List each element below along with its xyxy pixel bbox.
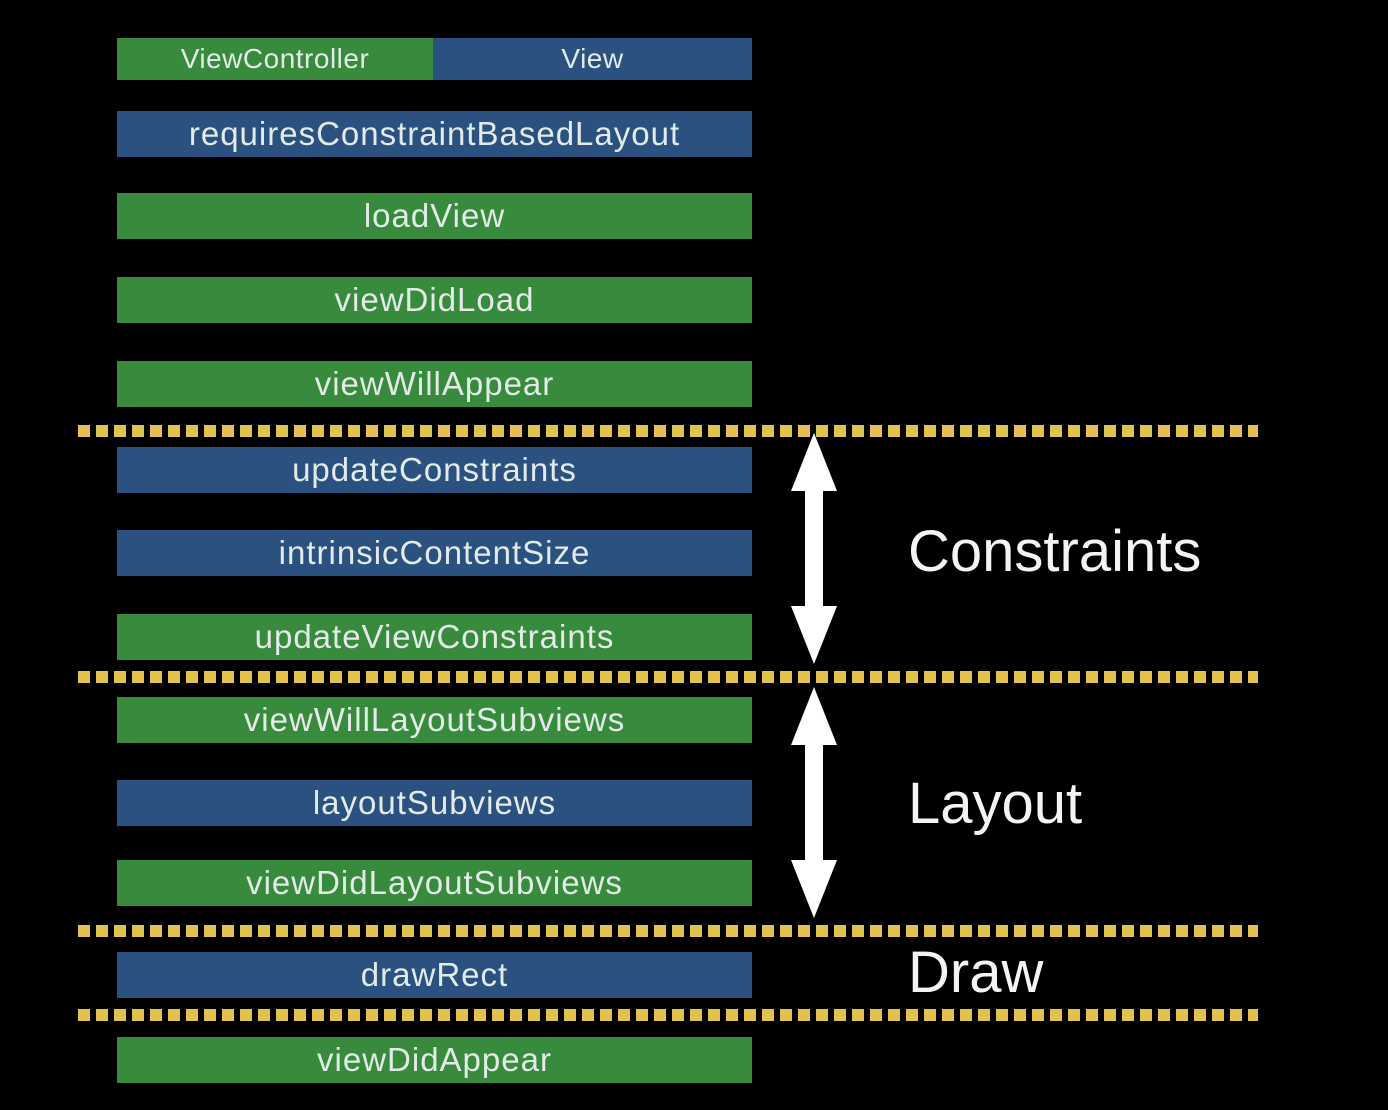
- bar-view-will-appear: viewWillAppear: [117, 361, 752, 407]
- phase-label-layout: Layout: [908, 771, 1083, 836]
- phase-divider-2: [78, 671, 1258, 683]
- phase-label-constraints: Constraints: [908, 519, 1202, 584]
- bar-view-did-load: viewDidLoad: [117, 277, 752, 323]
- arrow-down-icon: [791, 860, 837, 918]
- legend-viewcontroller: ViewController: [117, 38, 433, 80]
- phase-divider-3: [78, 925, 1258, 937]
- phase-label-draw: Draw: [908, 940, 1044, 1005]
- arrow-down-icon: [791, 606, 837, 664]
- bar-update-view-constraints: updateViewConstraints: [117, 614, 752, 660]
- bar-draw-rect: drawRect: [117, 952, 752, 998]
- legend-view: View: [433, 38, 752, 80]
- phase-divider-1: [78, 425, 1258, 437]
- bar-view-did-layout-subviews: viewDidLayoutSubviews: [117, 860, 752, 906]
- arrow-shaft: [805, 491, 823, 606]
- bar-view-did-appear: viewDidAppear: [117, 1037, 752, 1083]
- bar-intrinsic-content-size: intrinsicContentSize: [117, 530, 752, 576]
- bar-view-will-layout-subviews: viewWillLayoutSubviews: [117, 697, 752, 743]
- arrow-shaft: [805, 745, 823, 860]
- constraints-range-arrow-icon: [791, 433, 837, 664]
- legend: ViewController View: [117, 38, 752, 80]
- arrow-up-icon: [791, 433, 837, 491]
- bar-layout-subviews: layoutSubviews: [117, 780, 752, 826]
- layout-range-arrow-icon: [791, 687, 837, 918]
- arrow-up-icon: [791, 687, 837, 745]
- phase-divider-4: [78, 1009, 1258, 1021]
- bar-load-view: loadView: [117, 193, 752, 239]
- bar-update-constraints: updateConstraints: [117, 447, 752, 493]
- bar-requires-constraint-based-layout: requiresConstraintBasedLayout: [117, 111, 752, 157]
